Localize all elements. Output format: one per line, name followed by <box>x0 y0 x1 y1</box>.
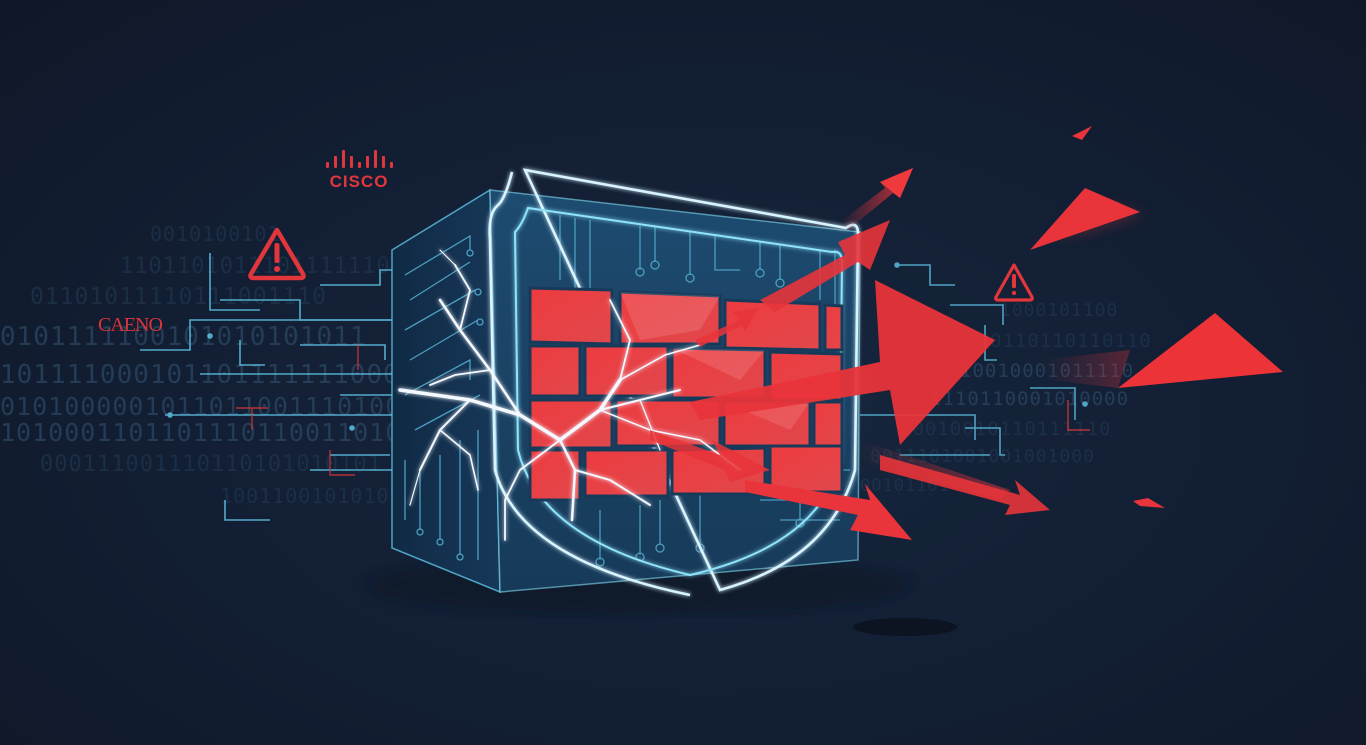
brick-highlights <box>620 292 810 430</box>
cisco-wordmark: CISCO <box>329 172 389 191</box>
arrow-icon-group <box>650 126 1283 540</box>
arrow-icon <box>760 220 890 312</box>
arrow-icon <box>1072 126 1092 140</box>
arrow-icon <box>650 430 770 482</box>
arrow-icon <box>880 168 913 198</box>
arrow-icon <box>745 480 912 540</box>
arrow-icon <box>690 280 995 445</box>
floor-shadow-small <box>853 618 957 636</box>
cisco-logo: CISCO <box>318 150 400 192</box>
arrow-icon <box>695 308 758 347</box>
arrow-icon <box>1118 313 1283 388</box>
warning-triangle-icon <box>248 227 306 281</box>
red-glitch-marks-left <box>236 345 359 476</box>
red-glitch-marks-right <box>1067 400 1090 431</box>
circuit-traces-left <box>140 253 400 521</box>
red-label-text: CAENO <box>98 314 163 336</box>
warning-triangle-icon <box>994 263 1034 302</box>
arrow-icon <box>1133 498 1165 508</box>
cisco-bridge-logo-icon <box>318 150 400 168</box>
